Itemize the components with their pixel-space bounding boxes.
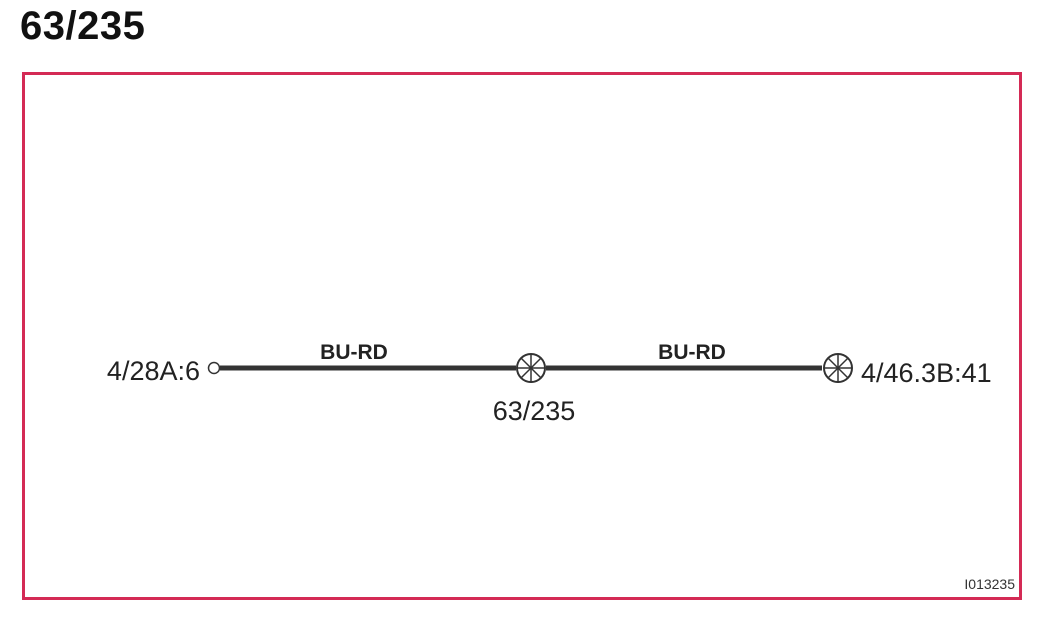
splice-label: 63/235 — [493, 396, 576, 426]
splice-crossed-circle-icon — [516, 353, 546, 383]
ground-crossed-circle-icon — [823, 353, 853, 383]
diagram-frame — [22, 72, 1022, 600]
right-connector-label: 4/46.3B:41 — [861, 358, 992, 388]
reference-id: I013235 — [964, 576, 1015, 592]
wire-color-label-right: BU-RD — [658, 341, 726, 364]
page-title: 63/235 — [20, 4, 146, 48]
left-connector-label: 4/28A:6 — [107, 356, 200, 386]
terminal-open-circle-icon — [207, 361, 221, 375]
wire-color-label-left: BU-RD — [320, 341, 388, 364]
